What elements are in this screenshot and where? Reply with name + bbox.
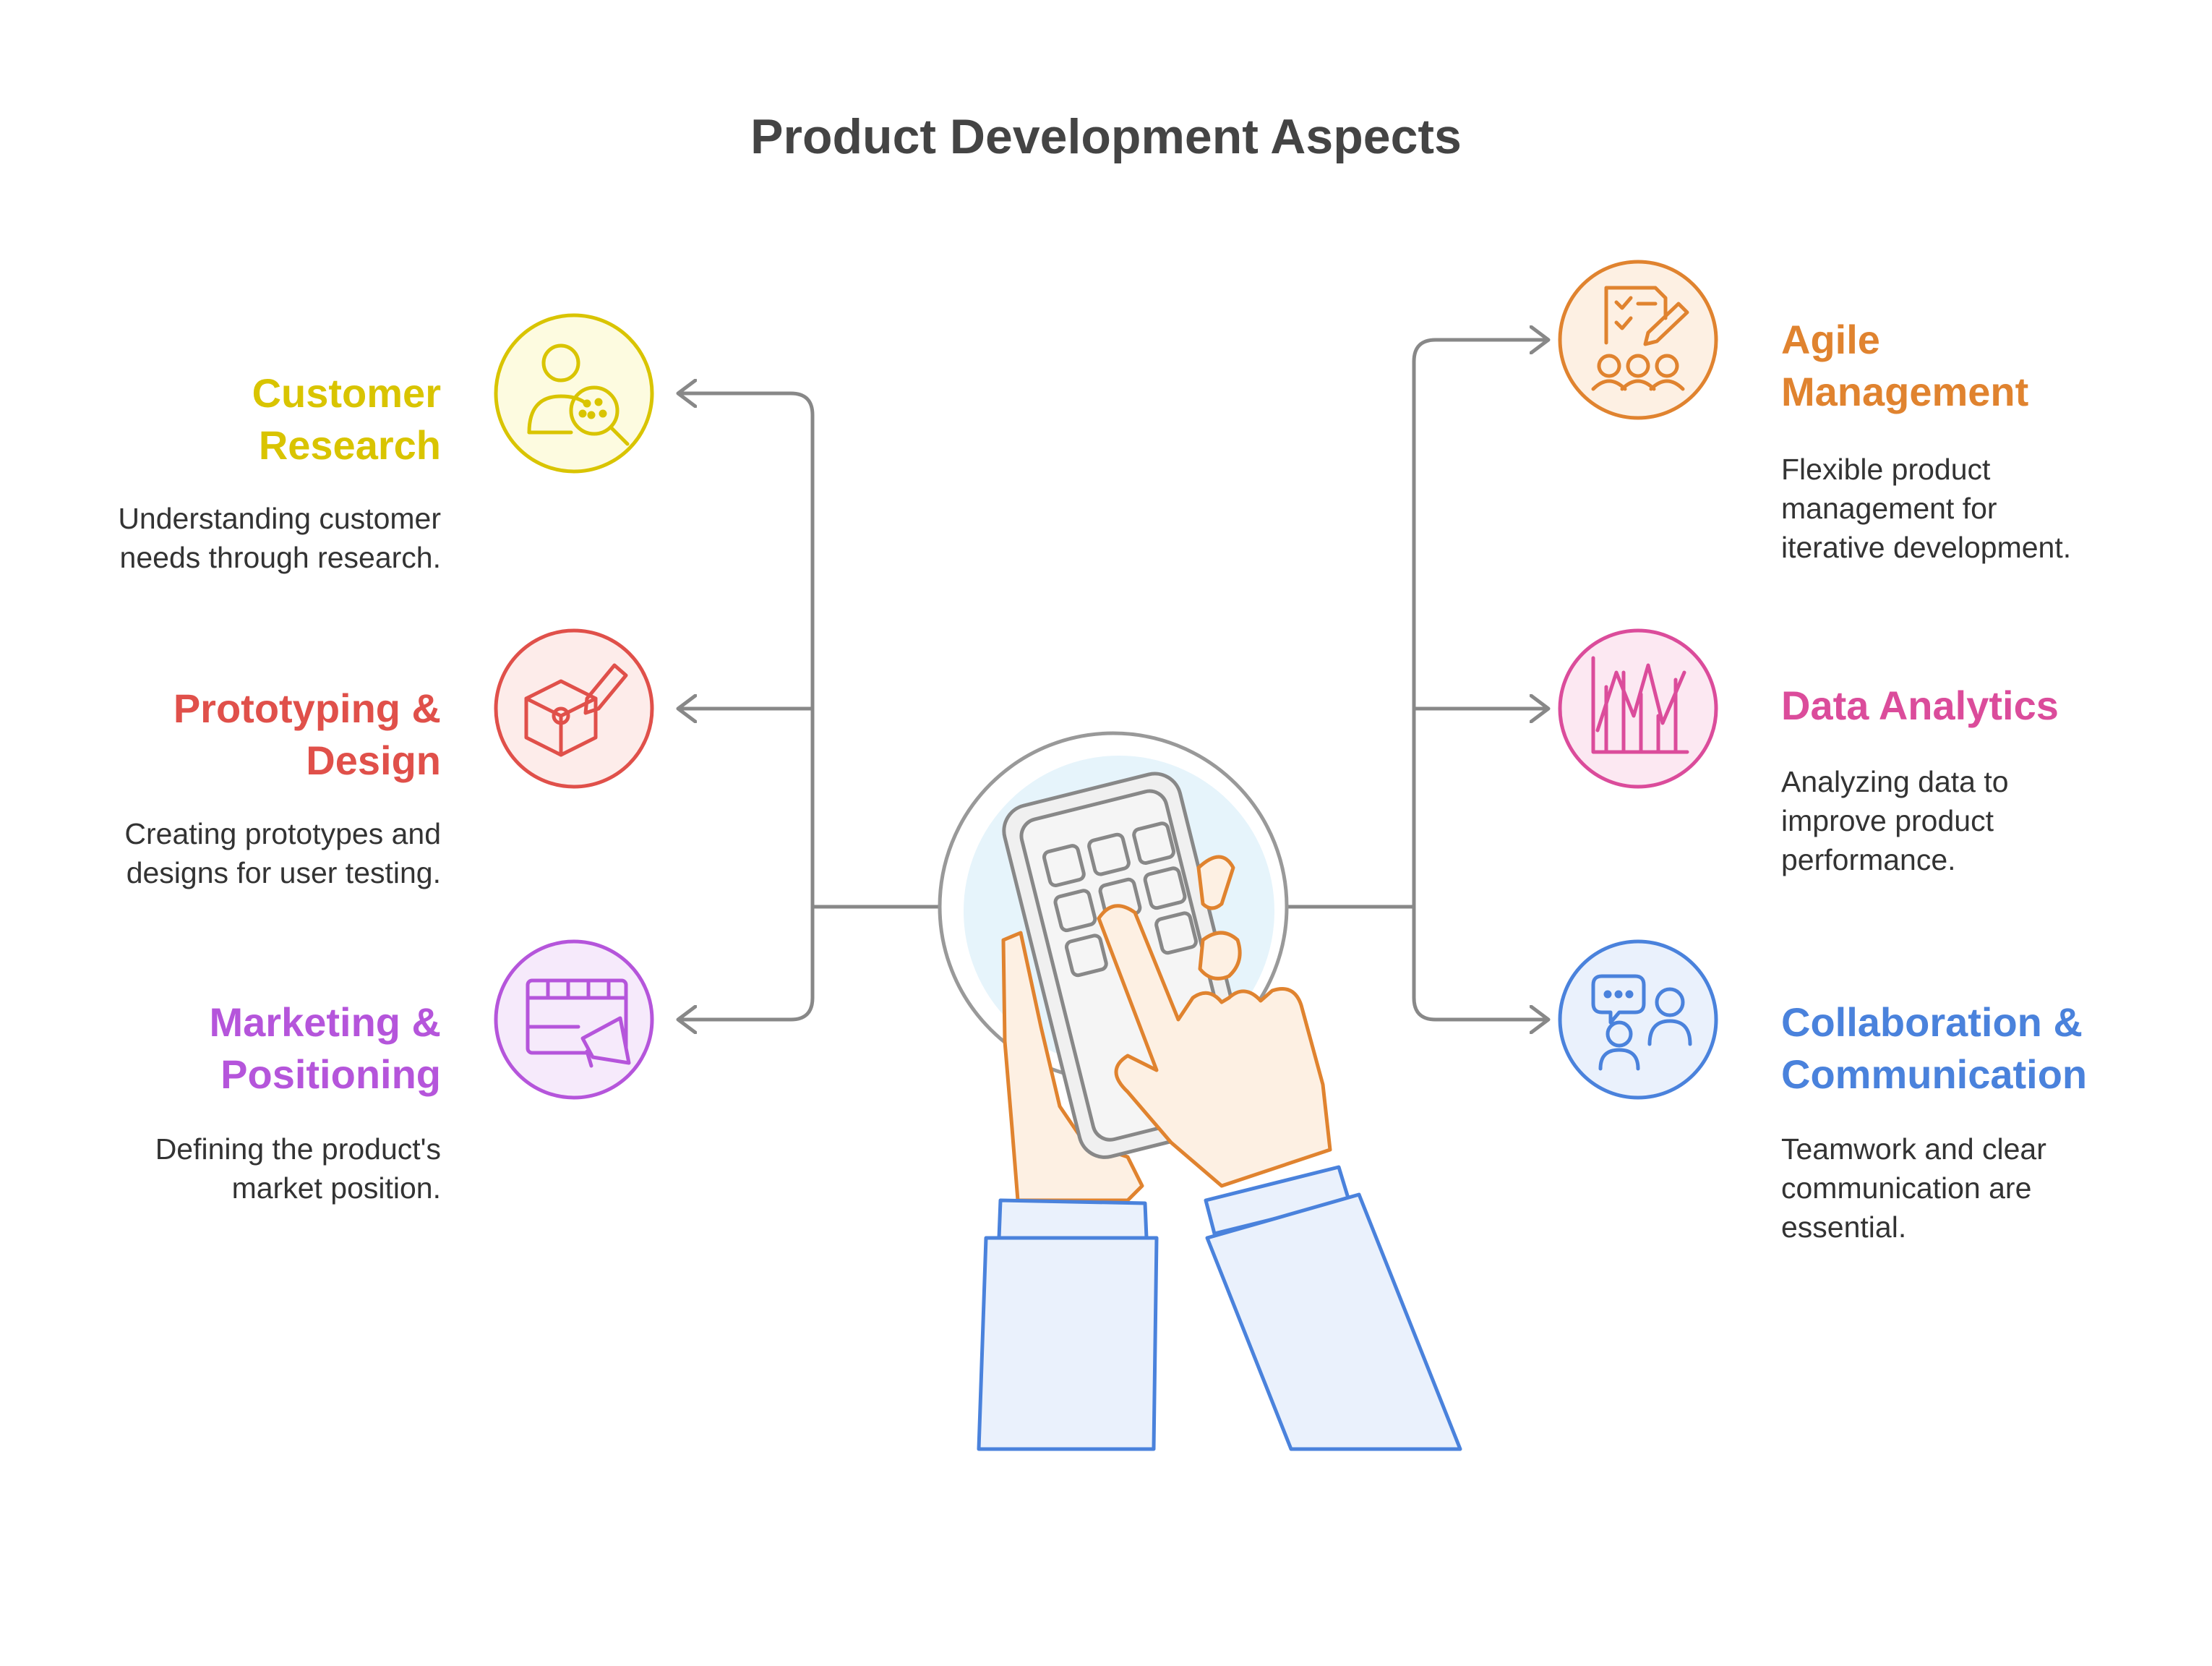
bar-line-chart-icon <box>1591 656 1689 754</box>
hands-holding-phone-illustration <box>938 731 1462 1451</box>
customer-research-node <box>494 313 654 474</box>
customer-research-description: Understanding customer needs through res… <box>118 502 441 574</box>
data-analytics-node <box>1558 628 1718 789</box>
marketing-positioning-heading: Marketing & Positioning <box>209 999 442 1097</box>
agile-management-node <box>1558 260 1718 420</box>
prototyping-design-description: Creating prototypes and designs for user… <box>124 817 441 889</box>
person-magnifier-icon <box>527 343 630 446</box>
connector-marketing-positioning <box>680 907 815 1020</box>
collaboration-communication-heading: Collaboration & Communication <box>1781 999 2088 1097</box>
prototyping-design-heading: Prototyping & Design <box>173 685 441 783</box>
connector-lines <box>680 340 1547 1020</box>
checklist-team-icon <box>1591 286 1689 391</box>
marketing-positioning-description: Defining the product's market position. <box>155 1132 441 1205</box>
connector-collaboration-communication <box>1412 907 1547 1020</box>
connector-agile-management <box>1287 340 1547 909</box>
agile-management-heading: Agile Management <box>1781 317 2029 414</box>
data-analytics-heading: Data Analytics <box>1781 683 2059 728</box>
marketing-positioning-node <box>494 939 654 1100</box>
customer-research-heading: Customer Research <box>252 370 441 468</box>
collaboration-communication-description: Teamwork and clear communication are ess… <box>1781 1132 2046 1244</box>
collaboration-communication-node <box>1558 939 1718 1100</box>
data-analytics-description: Analyzing data to improve product perfor… <box>1781 765 2009 876</box>
billboard-megaphone-icon <box>526 978 631 1068</box>
people-chat-icon <box>1591 974 1692 1071</box>
agile-management-description: Flexible product management for iterativ… <box>1781 453 2072 564</box>
page-title: Product Development Aspects <box>750 109 1462 164</box>
prototyping-design-node <box>494 628 654 789</box>
cube-pencil-icon <box>524 663 628 757</box>
connector-customer-research <box>680 393 940 909</box>
